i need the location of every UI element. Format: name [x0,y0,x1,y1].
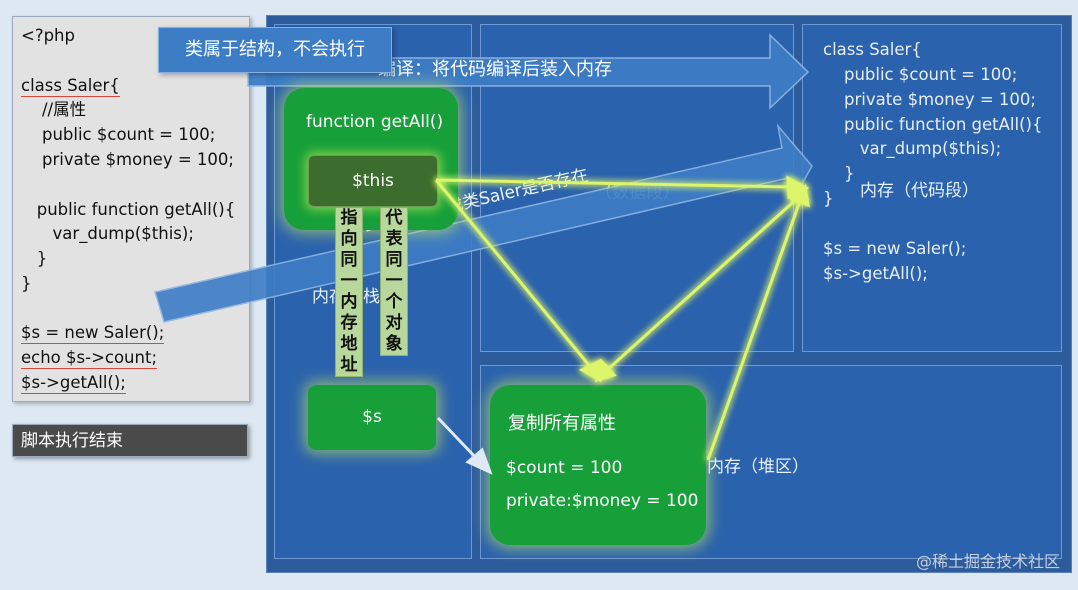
stack-frame-title: function getAll() [306,112,444,132]
code-line: $s->getAll(); [21,373,126,394]
code-seg-line: public function getAll(){ [823,115,1043,134]
code-segment-label: 内存（代码段） [860,181,979,201]
code-seg-line: var_dump($this); [823,139,1002,158]
heap-prop-count: $count = 100 [506,458,623,478]
s-variable-box: $s [308,385,436,450]
heap-object-title: 复制所有属性 [508,413,616,434]
code-seg-line: private $money = 100; [823,90,1036,109]
heap-region-label: 内存（堆区） [707,457,809,477]
heap-prop-money: private:$money = 100 [506,491,699,511]
same-object-label: 代表同一个对象 [380,207,408,356]
code-line: public function getAll(){ [21,200,236,219]
heap-object-box [490,385,706,545]
code-line: echo $s->count; [21,348,158,369]
compile-arrow [247,33,810,110]
compile-arrow-label: 编译：将代码编译后装入内存 [378,59,612,80]
code-seg-line: public $count = 100; [823,65,1018,84]
php-code-panel: <?php class Saler{ //属性 public $count = … [12,16,250,402]
code-segment-region [802,24,1062,352]
this-variable-box: $this [308,155,438,207]
code-seg-line: class Saler{ [823,40,922,59]
watermark: @稀土掘金技术社区 [915,552,1060,571]
code-seg-line: } [823,164,855,183]
code-line: //属性 [21,100,87,119]
code-line: <?php [21,26,75,45]
find-class-arrow [154,123,813,323]
code-line: $s = new Saler(); [21,323,165,344]
code-seg-line: } [823,189,834,208]
code-seg-line: $s->getAll(); [823,264,928,283]
code-line: private $money = 100; [21,150,234,169]
code-line: public $count = 100; [21,125,216,144]
code-line: var_dump($this); [21,224,194,243]
code-line: } [21,249,48,268]
class-not-executed-callout: 类属于结构，不会执行 [158,27,392,73]
code-line: } [21,274,32,293]
same-address-label: 指向同一内存地址 [335,207,363,377]
script-end-label: 脚本执行结束 [12,424,248,457]
code-line: class Saler{ [21,76,120,97]
code-seg-line: $s = new Saler(); [823,239,967,258]
